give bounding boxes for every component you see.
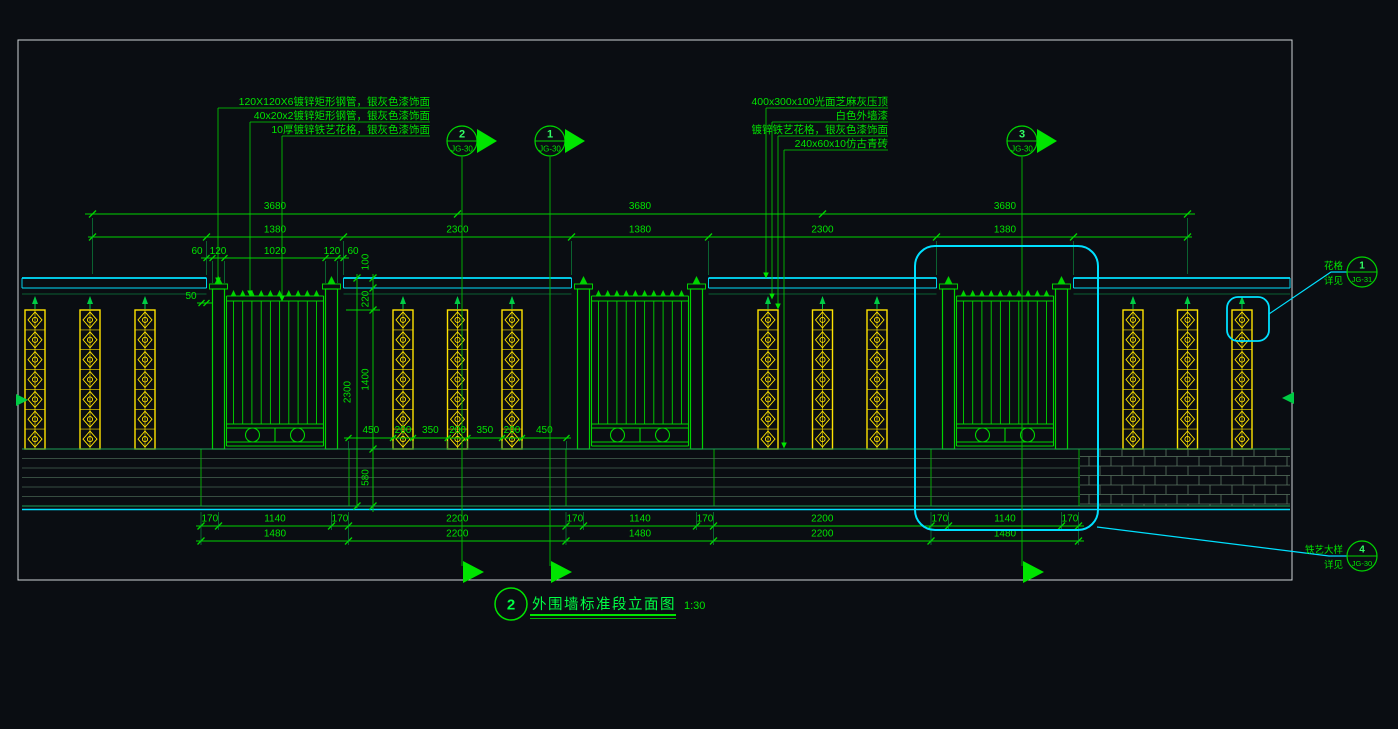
- note-text: 10厚镀锌铁艺花格，银灰色漆饰面: [271, 123, 430, 136]
- section-flag-sheet: JG-30: [539, 145, 561, 154]
- dim-col-heights: 2300 100 220 1400 580 50: [185, 253, 380, 512]
- callout-number: 4: [1359, 545, 1365, 556]
- dim-label: 2200: [811, 514, 834, 525]
- section-cut-lines: [461, 157, 1023, 566]
- dim-label: 350: [422, 425, 439, 436]
- dim-label: 170: [566, 514, 583, 525]
- callout-ref: 详见: [1324, 275, 1343, 287]
- dim-label: 1480: [994, 529, 1017, 540]
- callout-ref: 详见: [1324, 559, 1343, 571]
- section-flag-sheet: JG-30: [1011, 145, 1033, 154]
- callout-leader-ironwork: [1096, 526, 1347, 557]
- drawing-title: 外围墙标准段立面图: [532, 596, 676, 613]
- dim-label: 2300: [446, 225, 469, 236]
- detail-callout: 铁艺大样 详见 4 JG-30: [1305, 540, 1378, 572]
- callout-leader-lattice: [1268, 271, 1347, 315]
- dim-label: 2300: [343, 380, 354, 403]
- notes-right: 400x300x100光面芝麻灰压顶 白色外墙漆 镀锌铁艺花格，银灰色漆饰面 2…: [751, 95, 888, 449]
- dim-row-gate: 60 120 1020 120 60: [191, 246, 359, 262]
- brick-hatch: [1080, 449, 1290, 506]
- dim-label: 60: [347, 246, 359, 257]
- leader-lines-left: [217, 108, 283, 297]
- note-text: 40x20x2镀锌矩形钢管，银灰色漆饰面: [254, 109, 430, 122]
- section-flag: 1 JG-30: [534, 125, 586, 157]
- dim-label: 170: [1062, 514, 1079, 525]
- title-index-number: 2: [507, 597, 515, 614]
- callout-label: 花格: [1324, 260, 1344, 272]
- dim-label: 60: [191, 246, 203, 257]
- dim-label: 1380: [264, 225, 287, 236]
- note-text: 400x300x100光面芝麻灰压顶: [751, 95, 888, 108]
- revision-cloud-small: [1226, 296, 1270, 342]
- dim-label: 450: [536, 425, 553, 436]
- section-flag-number: 3: [1019, 129, 1025, 141]
- section-flag-sheet: JG-30: [451, 145, 473, 154]
- dim-label: 1480: [629, 529, 652, 540]
- dim-label: 200: [395, 425, 412, 436]
- iron-gate-sections: [200, 275, 1080, 507]
- dim-label: 1140: [264, 514, 286, 525]
- extension-lines: [92, 218, 1188, 545]
- dim-label: 1380: [629, 225, 652, 236]
- dim-label: 50: [185, 291, 197, 302]
- title-index-circle: [494, 587, 528, 621]
- dim-label: 3680: [994, 201, 1017, 212]
- notes-left: 120X120X6镀锌矩形钢管，银灰色漆饰面 40x20x2镀锌矩形钢管，银灰色…: [215, 95, 430, 302]
- title-block: 2 外围墙标准段立面图 1:30: [494, 587, 705, 621]
- dim-label: 100: [361, 253, 372, 270]
- note-text: 240x60x10仿古青砖: [795, 137, 889, 150]
- note-text: 120X120X6镀锌矩形钢管，银灰色漆饰面: [239, 95, 430, 108]
- dim-label: 120: [324, 246, 341, 257]
- dim-label: 580: [361, 469, 372, 486]
- leader-lines-right: [765, 108, 785, 444]
- dim-label: 170: [332, 514, 349, 525]
- dim-label: 2200: [811, 529, 834, 540]
- dim-label: 200: [449, 425, 466, 436]
- note-text: 白色外墙漆: [836, 109, 889, 122]
- wall-coping: [21, 277, 1291, 295]
- section-flag: 2 JG-30: [446, 125, 498, 157]
- dim-row-panel-spacing: 450 200 350 200 350 200 450: [344, 425, 571, 442]
- dim-label: 1480: [264, 529, 287, 540]
- dim-row-span: 3680 3680 3680: [85, 201, 1195, 218]
- base-wall: [22, 448, 1290, 507]
- dim-row-base-top: 170 1140 170 2200 170 1140 170 2200 170 …: [196, 514, 1084, 530]
- dim-label: 2300: [811, 225, 834, 236]
- dim-label: 220: [361, 290, 372, 307]
- note-text: 镀锌铁艺花格，银灰色漆饰面: [752, 123, 889, 136]
- callout-sheet: JG-31: [1352, 275, 1372, 284]
- dim-label: 170: [697, 514, 714, 525]
- dim-label: 1400: [361, 368, 372, 391]
- section-flag-number: 2: [459, 129, 465, 141]
- dim-label: 1140: [629, 514, 651, 525]
- level-marker: [16, 392, 1294, 406]
- dim-label: 170: [201, 514, 218, 525]
- dim-label: 170: [931, 514, 948, 525]
- dim-label: 3680: [264, 201, 287, 212]
- drawing-border: [17, 39, 1293, 581]
- dim-label: 1380: [994, 225, 1017, 236]
- dim-label: 1140: [994, 514, 1016, 525]
- callout-label: 铁艺大样: [1305, 544, 1343, 556]
- revision-cloud-large: [914, 245, 1099, 531]
- section-flag: 3 JG-30: [1006, 125, 1058, 157]
- callout-number: 1: [1359, 261, 1365, 272]
- dim-label: 450: [362, 425, 379, 436]
- dim-label: 350: [476, 425, 493, 436]
- dim-label: 3680: [629, 201, 652, 212]
- dim-row-module: 1380 2300 1380 2300 1380: [88, 225, 1192, 241]
- detail-callout: 花格 详见 1 JG-31: [1324, 256, 1378, 288]
- dim-label: 2200: [446, 514, 469, 525]
- dim-label: 2200: [446, 529, 469, 540]
- callout-sheet: JG-30: [1352, 559, 1372, 568]
- drawing-scale: 1:30: [684, 600, 705, 612]
- section-flag-number: 1: [547, 129, 553, 141]
- dim-label: 1020: [264, 246, 287, 257]
- dim-label: 200: [504, 425, 521, 436]
